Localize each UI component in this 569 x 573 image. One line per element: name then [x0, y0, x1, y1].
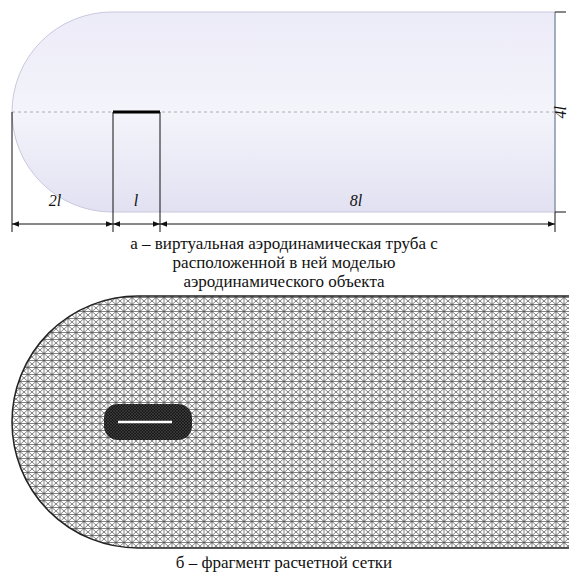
figure-caption: б – фрагмент расчетной сетки: [84, 553, 484, 572]
dimension-label: 4l: [552, 106, 569, 118]
dimension-label: l: [134, 192, 138, 210]
mesh-fragment: [0, 290, 569, 555]
mesh-boundary: [12, 296, 569, 548]
dimension-lines: [12, 224, 555, 225]
dimension-label: 8l: [350, 192, 362, 210]
center-line: [12, 112, 555, 113]
tunnel-body: [12, 12, 555, 212]
dimension-label: 2l: [49, 192, 61, 210]
figure-caption: а – виртуальная аэродинамическая труба с…: [124, 234, 444, 291]
extension-lines: [12, 12, 566, 232]
plate-model: [113, 111, 160, 114]
